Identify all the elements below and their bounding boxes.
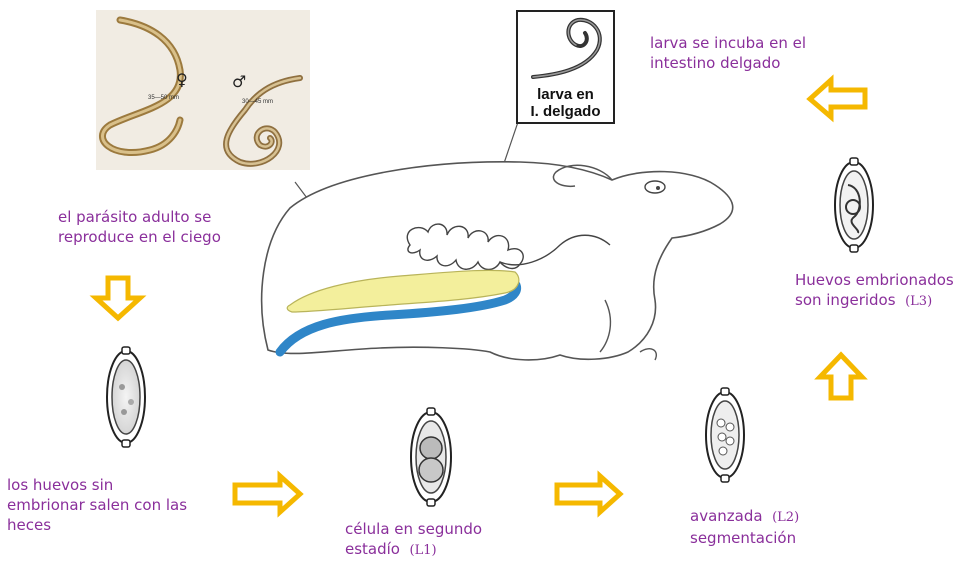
larva-hatch-label: larva se incuba en el intestino delgado bbox=[650, 33, 806, 73]
larva-box-line2: I. delgado bbox=[519, 103, 612, 120]
arrow-right-icon bbox=[557, 476, 620, 512]
egg-icon bbox=[835, 158, 873, 252]
advanced-segmentation-label: avanzada (L2) segmentación bbox=[690, 506, 799, 548]
adult-worms-image bbox=[96, 10, 310, 170]
adult-reproduction-label: el parásito adulto se reproduce en el ci… bbox=[58, 207, 221, 247]
arrow-left-icon bbox=[810, 80, 865, 117]
female-symbol: ♀ bbox=[176, 70, 188, 89]
egg-icon bbox=[411, 408, 451, 506]
embryonated-eggs-label: Huevos embrionados son ingeridos (L3) bbox=[795, 270, 954, 312]
male-symbol: ♂ bbox=[232, 72, 246, 91]
male-size-label: 30—45 mm bbox=[242, 99, 273, 105]
unembryonated-eggs-label: los huevos sin embrionar salen con las h… bbox=[7, 475, 187, 535]
arrow-right-icon bbox=[235, 476, 300, 512]
female-size-label: 35—50 mm bbox=[148, 95, 179, 101]
egg-icon bbox=[706, 388, 744, 482]
larva-box-line1: larva en bbox=[519, 86, 612, 103]
egg-icon bbox=[107, 347, 145, 447]
second-stage-label: célula en segundo estadío (L1) bbox=[345, 519, 482, 561]
larva-box-caption: larva en I. delgado bbox=[519, 86, 612, 120]
arrow-up-icon bbox=[820, 355, 862, 398]
arrow-down-icon bbox=[96, 278, 140, 318]
